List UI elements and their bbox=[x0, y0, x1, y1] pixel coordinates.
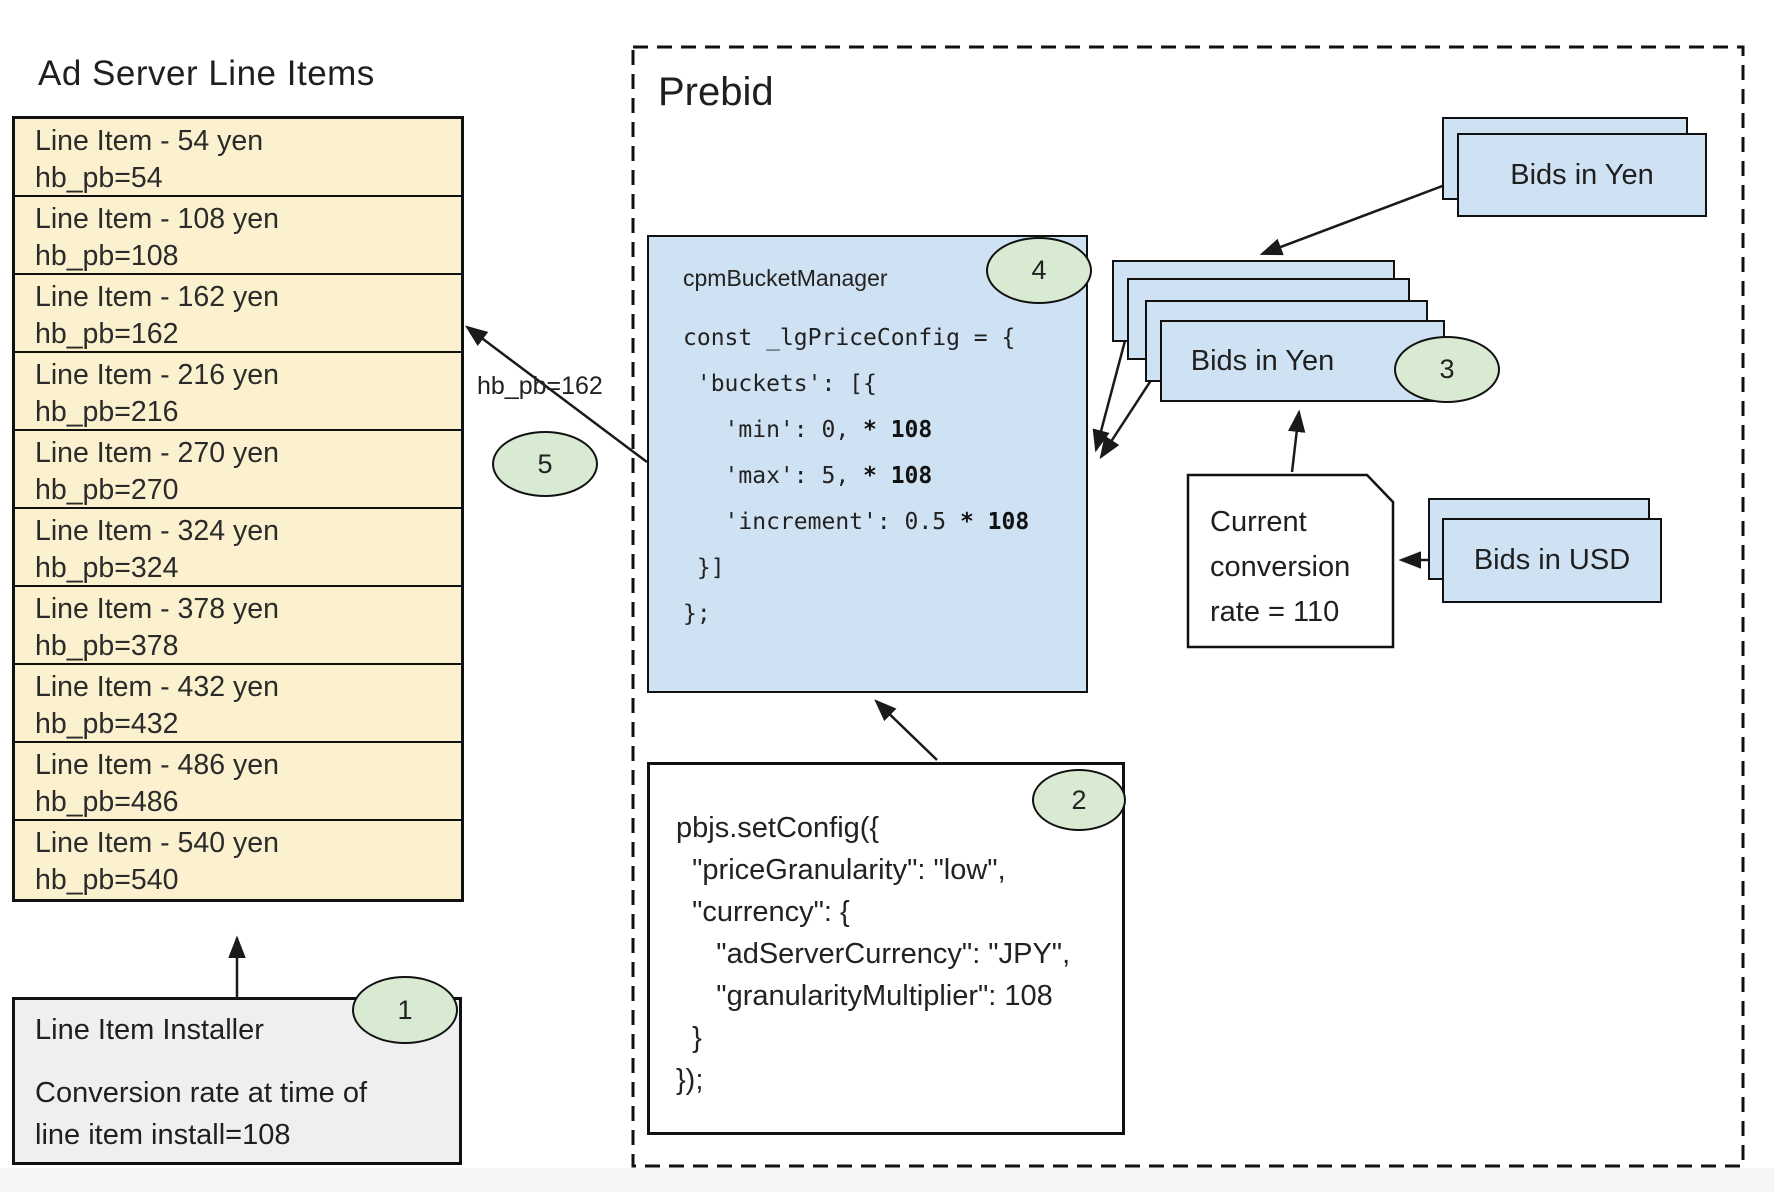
step-badge-2: 2 bbox=[1032, 769, 1126, 831]
step-badge-3: 3 bbox=[1394, 336, 1500, 403]
line-item-name: Line Item - 540 yen bbox=[35, 827, 279, 859]
pbjs-setconfig-code: pbjs.setConfig({ "priceGranularity": "lo… bbox=[676, 812, 1071, 1096]
conversion-note-text: Current conversion rate = 110 bbox=[1210, 506, 1351, 628]
line-item-hbpb: hb_pb=378 bbox=[35, 630, 179, 662]
prebid-title: Prebid bbox=[658, 70, 774, 114]
line-item-hbpb: hb_pb=432 bbox=[35, 708, 179, 740]
line-item-row: Line Item - 216 yen hb_pb=216 bbox=[15, 353, 461, 431]
bids-in-yen-top-card: Bids in Yen bbox=[1457, 133, 1707, 217]
line-item-hbpb: hb_pb=540 bbox=[35, 864, 179, 896]
line-item-hbpb: hb_pb=270 bbox=[35, 474, 179, 506]
installer-title: Line Item Installer bbox=[35, 1014, 264, 1046]
line-item-row: Line Item - 270 yen hb_pb=270 bbox=[15, 431, 461, 509]
step-badge-1: 1 bbox=[352, 976, 458, 1044]
bucket-code-line: 'max': 5, * 108 bbox=[683, 463, 933, 489]
step-badge-5: 5 bbox=[492, 431, 598, 497]
bottom-page-strip bbox=[0, 1168, 1774, 1192]
line-item-table: Line Item - 54 yen hb_pb=54 Line Item - … bbox=[12, 116, 464, 902]
bucket-code-line: const _lgPriceConfig = { bbox=[683, 325, 1016, 351]
line-item-name: Line Item - 432 yen bbox=[35, 671, 279, 703]
line-item-row: Line Item - 540 yen hb_pb=540 bbox=[15, 821, 461, 899]
installer-note: Conversion rate at time of line item ins… bbox=[35, 1077, 368, 1151]
hb-pb-callout-label: hb_pb=162 bbox=[477, 372, 603, 400]
line-item-name: Line Item - 216 yen bbox=[35, 359, 279, 391]
line-item-installer-box: Line Item Installer Conversion rate at t… bbox=[12, 997, 462, 1165]
line-item-row: Line Item - 108 yen hb_pb=108 bbox=[15, 197, 461, 275]
step-badge-4: 4 bbox=[986, 237, 1092, 304]
line-item-row: Line Item - 162 yen hb_pb=162 bbox=[15, 275, 461, 353]
line-item-hbpb: hb_pb=108 bbox=[35, 240, 179, 272]
line-item-hbpb: hb_pb=54 bbox=[35, 162, 163, 194]
line-item-row: Line Item - 486 yen hb_pb=486 bbox=[15, 743, 461, 821]
bucket-code-line: }; bbox=[683, 601, 711, 627]
line-item-name: Line Item - 54 yen bbox=[35, 125, 264, 157]
line-item-hbpb: hb_pb=486 bbox=[35, 786, 179, 818]
ad-server-title: Ad Server Line Items bbox=[38, 54, 375, 93]
bids-in-usd-card: Bids in USD bbox=[1442, 518, 1662, 603]
line-item-name: Line Item - 486 yen bbox=[35, 749, 279, 781]
line-item-name: Line Item - 378 yen bbox=[35, 593, 279, 625]
bucket-config-code: const _lgPriceConfig = { 'buckets': [{ '… bbox=[683, 315, 1029, 637]
line-item-row: Line Item - 378 yen hb_pb=378 bbox=[15, 587, 461, 665]
line-item-name: Line Item - 108 yen bbox=[35, 203, 279, 235]
line-item-row: Line Item - 324 yen hb_pb=324 bbox=[15, 509, 461, 587]
line-item-name: Line Item - 270 yen bbox=[35, 437, 279, 469]
line-item-row: Line Item - 432 yen hb_pb=432 bbox=[15, 665, 461, 743]
bucket-code-line: 'increment': 0.5 * 108 bbox=[683, 509, 1030, 535]
line-item-row: Line Item - 54 yen hb_pb=54 bbox=[15, 119, 461, 197]
bucket-code-line: 'min': 0, * 108 bbox=[683, 417, 933, 443]
line-item-hbpb: hb_pb=162 bbox=[35, 318, 179, 350]
bucket-code-line: }] bbox=[683, 555, 725, 581]
line-item-hbpb: hb_pb=216 bbox=[35, 396, 179, 428]
line-item-name: Line Item - 162 yen bbox=[35, 281, 279, 313]
line-item-name: Line Item - 324 yen bbox=[35, 515, 279, 547]
line-item-hbpb: hb_pb=324 bbox=[35, 552, 179, 584]
cpm-bucket-manager-title: cpmBucketManager bbox=[683, 265, 888, 291]
cpm-bucket-manager-box: cpmBucketManager const _lgPriceConfig = … bbox=[647, 235, 1088, 693]
bucket-code-line: 'buckets': [{ bbox=[683, 371, 877, 397]
